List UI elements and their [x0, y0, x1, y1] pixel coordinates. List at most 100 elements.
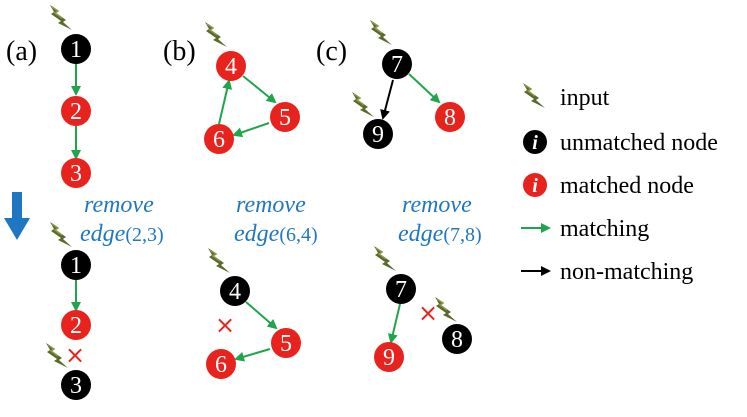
node-circle — [204, 124, 234, 154]
node-label: 3 — [70, 161, 82, 187]
node-c9: 9 — [363, 119, 393, 149]
edges-bottom — [71, 280, 401, 362]
node-label: 8 — [444, 105, 456, 131]
caption-a-edge: edge — [80, 221, 126, 247]
legend-matched-label: matched node — [560, 173, 694, 199]
node-a2b: 2 — [61, 310, 91, 340]
down-arrow-icon — [4, 192, 30, 240]
caption-b-line2: edge(6,4) — [234, 221, 318, 247]
node-label: 2 — [70, 99, 82, 125]
input-marker-icon — [369, 19, 393, 46]
removed-edge-cross-c: × — [418, 299, 438, 327]
node-circle — [206, 349, 236, 379]
input-marker-icon — [207, 247, 231, 274]
node-a2: 2 — [61, 96, 91, 126]
node-circle — [442, 324, 472, 354]
node-a1b: 1 — [61, 250, 91, 280]
node-b5: 5 — [270, 102, 300, 132]
node-a1: 1 — [61, 34, 91, 64]
legend-non-matching-label: non-matching — [560, 259, 693, 285]
node-circle — [216, 51, 246, 81]
node-c8: 8 — [435, 102, 465, 132]
node-c8b: 8 — [442, 324, 472, 354]
node-circle — [270, 102, 300, 132]
edge-b5-b6 — [232, 122, 270, 138]
node-circle — [363, 119, 393, 149]
node-b6: 6 — [204, 124, 234, 154]
input-marker-icon — [434, 296, 458, 323]
node-label: 5 — [279, 105, 291, 131]
node-circle — [271, 328, 301, 358]
node-circle — [61, 370, 91, 400]
caption-b: remove edge(6,4) — [234, 192, 318, 247]
legend-unmatched-icon — [523, 130, 547, 154]
node-label: 9 — [372, 122, 384, 148]
legend: input i unmatched node i matched node ma… — [521, 82, 718, 285]
node-circle — [382, 49, 412, 79]
node-label: 6 — [213, 127, 225, 153]
node-circle — [61, 96, 91, 126]
removed-edge-cross-a: × — [65, 341, 85, 369]
legend-matched-icon — [523, 173, 547, 197]
node-label: 6 — [215, 352, 227, 378]
node-a3: 3 — [61, 158, 91, 188]
node-circle — [435, 102, 465, 132]
node-c7: 7 — [382, 49, 412, 79]
node-circle — [61, 158, 91, 188]
caption-a-line2: edge(2,3) — [80, 221, 164, 247]
caption-a-line1: remove — [84, 192, 154, 218]
edge-b5b-b6b — [234, 348, 271, 362]
edge-b6-b4 — [218, 79, 233, 125]
caption-c: remove edge(7,8) — [398, 192, 482, 247]
node-label: 3 — [70, 373, 82, 399]
edge-c7-c9 — [380, 79, 394, 120]
node-circle — [61, 310, 91, 340]
node-circle — [220, 276, 250, 306]
node-label: 4 — [225, 54, 237, 80]
legend-unmatched-label: unmatched node — [560, 130, 718, 156]
caption-c-nums: (7,8) — [443, 224, 481, 246]
node-c7b: 7 — [386, 274, 416, 304]
panel-label-b: (b) — [163, 36, 196, 67]
node-circle — [61, 34, 91, 64]
node-b4b: 4 — [220, 276, 250, 306]
legend-input-label: input — [560, 85, 610, 111]
caption-c-line1: remove — [402, 192, 472, 218]
input-marker-icon — [351, 91, 375, 118]
edge-b4b-b5b — [245, 301, 278, 330]
edges-top — [71, 64, 441, 160]
caption-b-line1: remove — [236, 192, 306, 218]
panel-label-c: (c) — [316, 36, 347, 67]
caption-b-nums: (6,4) — [279, 224, 317, 246]
node-label: 7 — [395, 277, 407, 303]
node-circle — [374, 342, 404, 372]
caption-b-edge: edge — [234, 221, 280, 247]
node-b5b: 5 — [271, 328, 301, 358]
node-label: 7 — [391, 52, 403, 78]
legend-matched-glyph: i — [532, 175, 538, 197]
caption-c-line2: edge(7,8) — [398, 221, 482, 247]
node-label: 5 — [280, 331, 292, 357]
node-label: 2 — [70, 313, 82, 339]
input-marker-icon — [49, 221, 73, 248]
node-b6b: 6 — [206, 349, 236, 379]
node-a3b: 3 — [61, 370, 91, 400]
node-label: 8 — [451, 327, 463, 353]
input-marker-icon — [204, 21, 228, 48]
legend-input-icon — [522, 82, 546, 109]
edge-c7-c8 — [408, 73, 441, 104]
caption-c-edge: edge — [398, 221, 444, 247]
node-label: 1 — [70, 253, 82, 279]
edge-b4-b5 — [242, 75, 277, 104]
legend-matching-label: matching — [560, 216, 649, 242]
panel-label-a: (a) — [6, 36, 37, 67]
legend-unmatched-glyph: i — [532, 132, 538, 154]
input-marker-icon — [373, 245, 397, 272]
removed-edge-cross-b: × — [215, 311, 235, 339]
node-label: 1 — [70, 37, 82, 63]
caption-a: remove edge(2,3) — [80, 192, 164, 247]
node-label: 9 — [383, 345, 395, 371]
caption-a-nums: (2,3) — [125, 224, 163, 246]
node-c9b: 9 — [374, 342, 404, 372]
node-circle — [61, 250, 91, 280]
